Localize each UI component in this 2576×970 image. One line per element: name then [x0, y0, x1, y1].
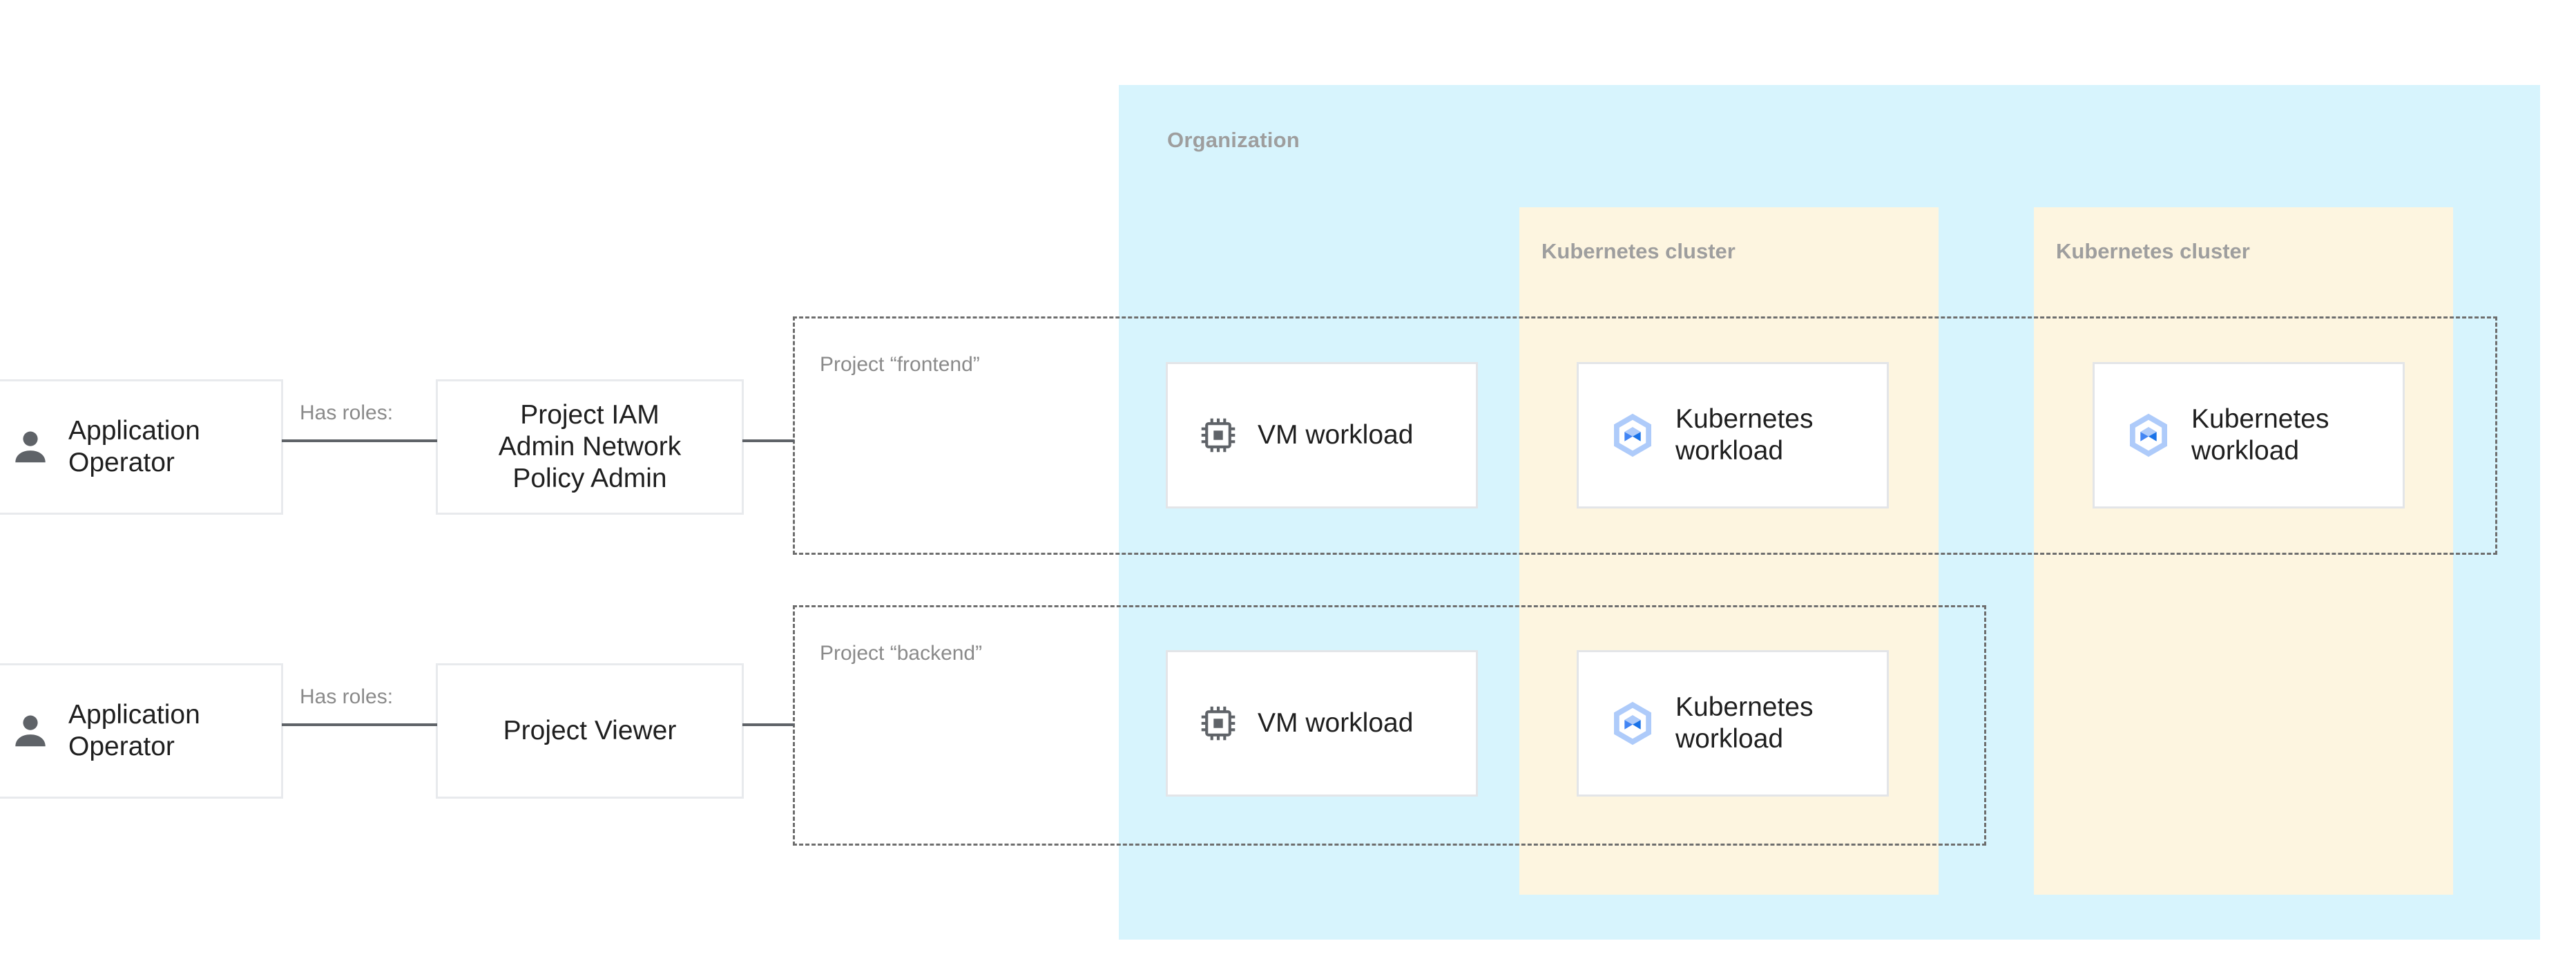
project-frontend-label: Project “frontend”	[820, 353, 980, 376]
connector-role2-to-project-backend	[742, 723, 794, 726]
actor-label: Application Operator	[68, 699, 200, 761]
kubernetes-workload-label: Kubernetes workload	[1675, 403, 1814, 466]
has-roles-label-2: Has roles:	[300, 685, 394, 708]
kubernetes-icon	[1608, 698, 1657, 748]
vm-workload-label: VM workload	[1258, 707, 1414, 738]
role-label: Project IAM Admin Network Policy Admin	[498, 399, 682, 493]
actor-application-operator-2[interactable]: Application Operator	[0, 663, 283, 799]
kubernetes-cluster-2-label: Kubernetes cluster	[2056, 239, 2250, 263]
kubernetes-workload-card-frontend-cluster2[interactable]: Kubernetes workload	[2093, 362, 2405, 508]
vm-workload-card-backend[interactable]: VM workload	[1166, 650, 1478, 797]
vm-workload-label: VM workload	[1258, 419, 1414, 450]
person-icon	[9, 426, 52, 468]
person-icon	[9, 710, 52, 752]
has-roles-label-1: Has roles:	[300, 401, 394, 424]
kubernetes-icon	[1608, 410, 1657, 460]
connector-actor2-to-role2	[282, 723, 437, 726]
project-backend-label: Project “backend”	[820, 642, 983, 665]
cpu-icon	[1197, 414, 1240, 457]
project-frontend-boundary: Project “frontend”	[793, 316, 2497, 555]
kubernetes-workload-card-backend[interactable]: Kubernetes workload	[1577, 650, 1889, 797]
connector-role1-to-project-frontend	[742, 439, 794, 442]
kubernetes-icon	[2124, 410, 2173, 460]
kubernetes-cluster-1-label: Kubernetes cluster	[1541, 239, 1736, 263]
kubernetes-workload-label: Kubernetes workload	[1675, 692, 1814, 754]
kubernetes-workload-card-frontend-cluster1[interactable]: Kubernetes workload	[1577, 362, 1889, 508]
vm-workload-card-frontend[interactable]: VM workload	[1166, 362, 1478, 508]
kubernetes-workload-label: Kubernetes workload	[2191, 403, 2329, 466]
organization-label: Organization	[1167, 128, 1300, 152]
role-box-project-iam-admin[interactable]: Project IAM Admin Network Policy Admin	[436, 379, 744, 515]
connector-actor1-to-role1	[282, 439, 437, 442]
actor-label: Application Operator	[68, 415, 200, 477]
role-box-project-viewer[interactable]: Project Viewer	[436, 663, 744, 799]
kubernetes-cluster-2: Kubernetes cluster	[2034, 207, 2453, 895]
actor-application-operator-1[interactable]: Application Operator	[0, 379, 283, 515]
role-label: Project Viewer	[503, 715, 677, 745]
cpu-icon	[1197, 702, 1240, 745]
